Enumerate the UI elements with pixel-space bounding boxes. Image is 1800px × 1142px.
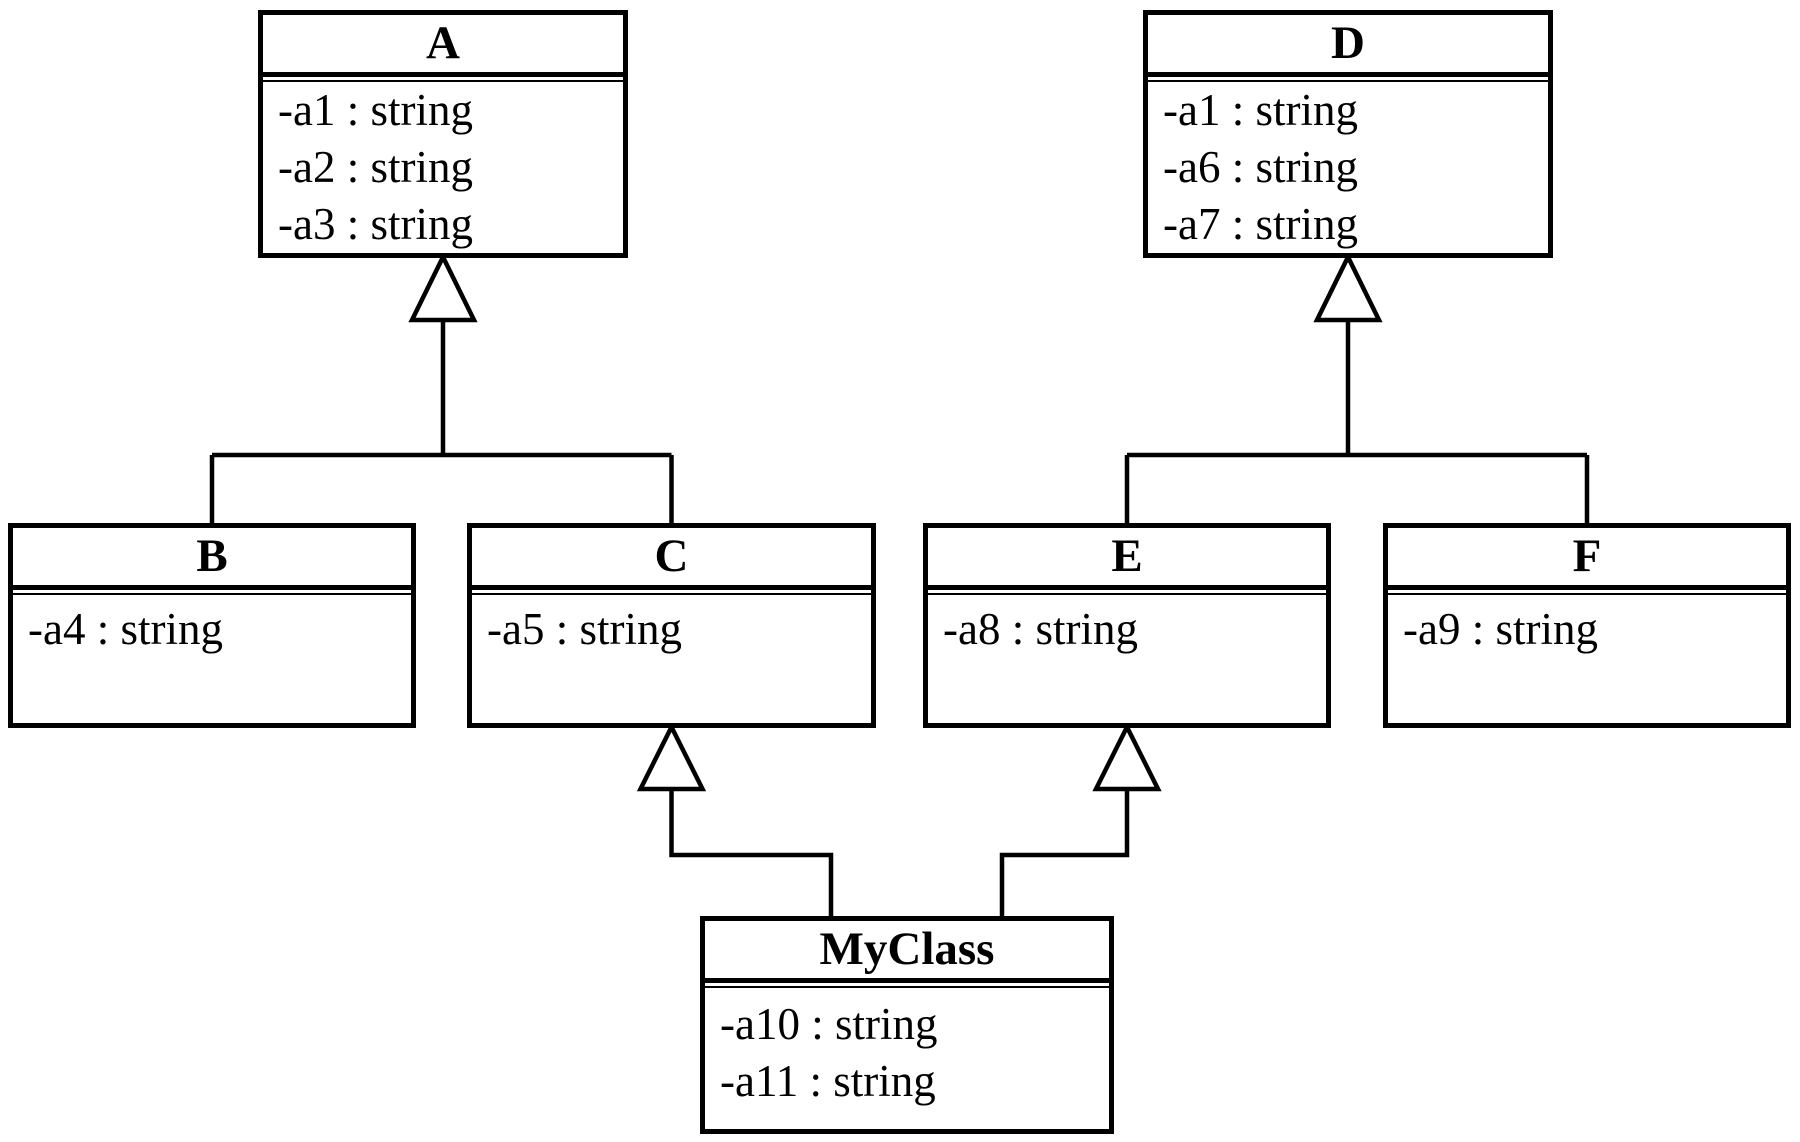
class-d-attributes: -a1 : string -a6 : string -a7 : string [1148,80,1548,253]
class-box-e: E -a8 : string [923,523,1331,728]
attribute: -a1 : string [1163,85,1358,135]
generalization-edge-myclass-to-e [999,789,1130,916]
generalization-arrowhead-to-c [636,721,707,792]
class-box-d: D -a1 : string -a6 : string -a7 : string [1143,10,1553,258]
class-e-attributes: -a8 : string [928,593,1326,658]
class-box-c: C -a5 : string [467,523,876,728]
generalization-edges-e-f-to-d [1124,320,1590,523]
class-e-name: E [928,528,1326,590]
attribute: -a10 : string [720,999,938,1049]
class-a-name: A [263,15,623,77]
generalization-arrowhead-to-e [1092,721,1162,792]
generalization-arrowhead-to-a [408,251,478,323]
class-box-myclass: MyClass -a10 : string -a11 : string [700,916,1114,1134]
class-f-name: F [1388,528,1786,590]
attribute: -a7 : string [1163,199,1358,249]
attribute: -a2 : string [278,142,473,192]
attribute: -a9 : string [1403,604,1598,654]
attribute: -a4 : string [28,604,223,654]
generalization-edges-b-c-to-a [209,320,674,523]
class-myclass-name: MyClass [705,921,1109,983]
class-d-name: D [1148,15,1548,77]
class-b-name: B [13,528,411,590]
attribute: -a6 : string [1163,142,1358,192]
attribute: -a1 : string [278,85,473,135]
class-f-attributes: -a9 : string [1388,593,1786,658]
class-box-f: F -a9 : string [1383,523,1791,728]
generalization-arrowhead-to-d [1313,251,1383,323]
attribute: -a5 : string [487,604,682,654]
class-c-name: C [472,528,871,590]
attribute: -a8 : string [943,604,1138,654]
class-a-attributes: -a1 : string -a2 : string -a3 : string [263,80,623,253]
class-c-attributes: -a5 : string [472,593,871,658]
class-box-a: A -a1 : string -a2 : string -a3 : string [258,10,628,258]
attribute: -a11 : string [720,1056,936,1106]
class-b-attributes: -a4 : string [13,593,411,658]
class-box-b: B -a4 : string [8,523,416,728]
attribute: -a3 : string [278,199,473,249]
generalization-edge-myclass-to-c [669,789,834,916]
class-myclass-attributes: -a10 : string -a11 : string [705,986,1109,1110]
